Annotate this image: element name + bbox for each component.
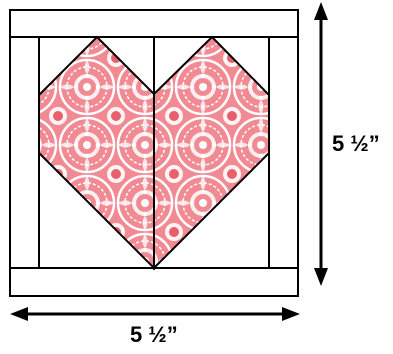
width-arrow-left-icon: [10, 307, 28, 321]
height-arrow-down-icon: [314, 268, 328, 286]
width-arrow-right-icon: [282, 307, 300, 321]
height-arrow-up-icon: [314, 2, 328, 20]
height-dimension-label: 5 ½”: [332, 131, 380, 156]
width-dimension-label: 5 ½”: [130, 322, 178, 347]
heart-left-half: [38, 35, 155, 271]
heart-right-half: [153, 35, 270, 271]
